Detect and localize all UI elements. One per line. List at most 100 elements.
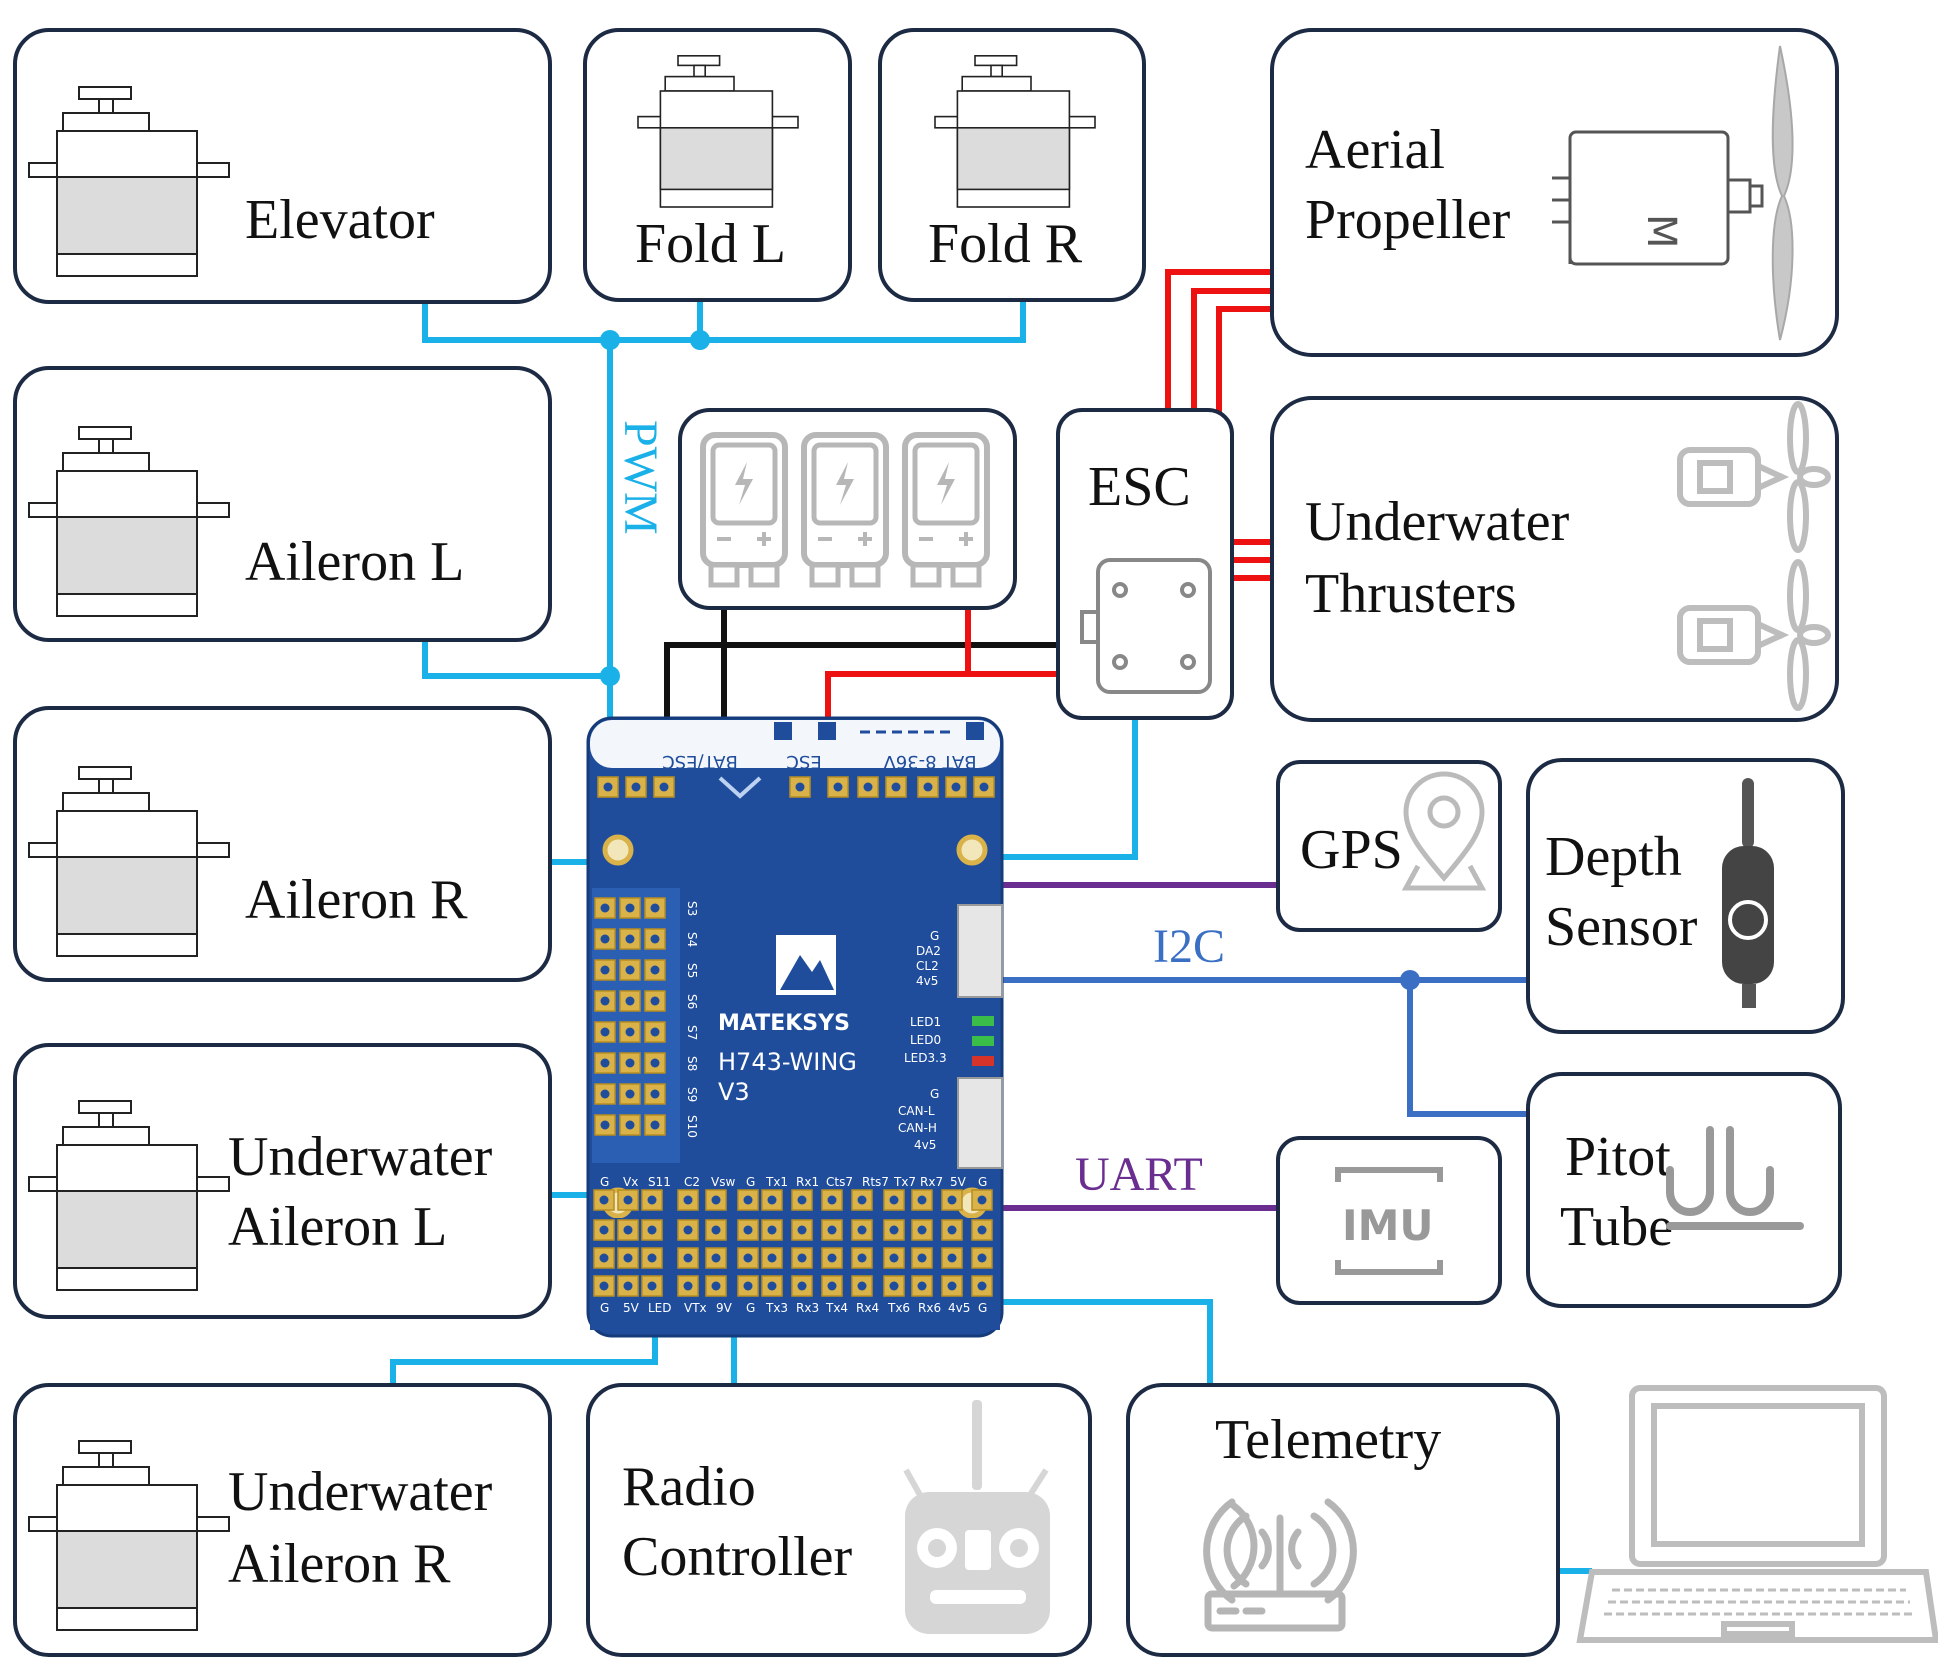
router-icon	[1203, 1498, 1357, 1632]
radio-controller-icon	[903, 1400, 1050, 1634]
pin-label: LED	[648, 1301, 672, 1315]
solder-pad	[911, 1189, 933, 1211]
pwm-wire-esc-signal	[1002, 718, 1138, 860]
power-negative-esc	[664, 642, 1060, 742]
solder-pad	[883, 1247, 905, 1269]
solder-pad	[737, 1275, 759, 1297]
box-aileron-r: Aileron R	[13, 706, 552, 982]
solder-pad	[705, 1275, 727, 1297]
depth-sensor-icon	[1722, 778, 1774, 1008]
box-imu: IMU	[1276, 1136, 1502, 1305]
pin-label: 5V	[623, 1301, 640, 1315]
pin-label: 4v5	[916, 974, 938, 988]
solder-pad	[821, 1219, 843, 1241]
solder-pad	[851, 1219, 873, 1241]
pin-label: 4v5	[914, 1138, 936, 1152]
board-model: H743-WING	[718, 1048, 857, 1076]
solder-pad	[705, 1247, 727, 1269]
motor-icon: M	[1552, 130, 1764, 266]
pin-label: Rx3	[796, 1301, 819, 1315]
underwater-aileron-l-line1: Underwater	[228, 1126, 493, 1188]
location-pin-icon	[1401, 771, 1487, 891]
pin-label: LED3.3	[904, 1051, 947, 1065]
imu-chip-icon: IMU	[1335, 1167, 1443, 1275]
servo-icon	[28, 765, 230, 957]
pin-label: Rx7	[920, 1175, 943, 1189]
solder-pad	[911, 1247, 933, 1269]
esc-to-propeller-3	[1216, 306, 1272, 412]
solder-pad	[971, 1275, 993, 1297]
flight-controller-board: BAT/ESC ESC BAT 8-36V	[586, 716, 1004, 1338]
solder-pad	[641, 1275, 663, 1297]
solder-pad	[761, 1275, 783, 1297]
board-version: V3	[718, 1078, 750, 1106]
solder-pad	[791, 1189, 813, 1211]
depth-label: Depth	[1545, 826, 1682, 888]
solder-pad	[705, 1189, 727, 1211]
solder-pad	[941, 1275, 963, 1297]
solder-pad	[677, 1219, 699, 1241]
box-batteries	[678, 408, 1017, 610]
uart-label: UART	[1075, 1148, 1203, 1201]
thrusters-label: Thrusters	[1305, 563, 1517, 625]
uart-wires	[1002, 882, 1278, 1211]
pin-label: S11	[648, 1175, 671, 1189]
propeller-label: Propeller	[1305, 189, 1511, 251]
solder-pad	[883, 1219, 905, 1241]
solder-pad	[821, 1189, 843, 1211]
solder-pad	[677, 1189, 699, 1211]
solder-pad	[883, 1275, 905, 1297]
pin-label: G	[930, 929, 939, 943]
solder-pad	[641, 1189, 663, 1211]
solder-pad	[971, 1219, 993, 1241]
pin-label: Rx1	[796, 1175, 819, 1189]
box-fold-r: Fold R	[878, 28, 1146, 302]
board-brand: MATEKSYS	[718, 1011, 850, 1036]
pin-label: Tx1	[765, 1175, 788, 1189]
pin-label: CL2	[916, 959, 939, 973]
battery-icon	[905, 435, 987, 585]
pin-label: G	[600, 1175, 609, 1189]
solder-pad	[851, 1189, 873, 1211]
underwater-aileron-l-line2: Aileron L	[228, 1196, 447, 1258]
sensor-label: Sensor	[1545, 896, 1698, 958]
box-fold-l: Fold L	[583, 28, 852, 302]
solder-pad	[971, 1189, 993, 1211]
pwm-wires	[390, 300, 1592, 1574]
pin-label: CAN-L	[898, 1104, 935, 1118]
solder-pad	[617, 1219, 639, 1241]
servo-pin-label: S8	[685, 1056, 699, 1071]
pwm-wire-underwater-aileron-r	[390, 1332, 658, 1385]
imu-label: IMU	[1342, 1201, 1434, 1250]
i2c-wires	[1002, 977, 1530, 1117]
solder-pad	[911, 1275, 933, 1297]
pin-label: G	[978, 1301, 987, 1315]
pin-label: Tx7	[893, 1175, 916, 1189]
solder-pad	[911, 1219, 933, 1241]
elevator-label: Elevator	[245, 189, 435, 251]
box-pitot-tube: Pitot Tube	[1526, 1072, 1842, 1308]
pwm-junction-1	[600, 330, 620, 350]
bat-voltage-label: BAT 8-36V	[883, 751, 977, 772]
laptop-icon	[1576, 1385, 1938, 1643]
pin-label: CAN-H	[898, 1121, 937, 1135]
esc-to-propeller-2	[1191, 288, 1272, 412]
pin-label: G	[746, 1301, 755, 1315]
fold-l-label: Fold L	[635, 213, 786, 275]
pin-label: G	[746, 1175, 755, 1189]
solder-pad	[941, 1219, 963, 1241]
chevron-down-icon	[718, 776, 762, 799]
pin-label: Rx4	[856, 1301, 879, 1315]
pin-label: Vsw	[711, 1175, 735, 1189]
solder-pad	[593, 1247, 615, 1269]
esc-power-label: ESC	[786, 751, 821, 772]
box-depth-sensor: Depth Sensor	[1526, 758, 1845, 1034]
pin-label: VTx	[684, 1301, 707, 1315]
battery-icon	[703, 435, 785, 585]
pin-label: Tx6	[887, 1301, 910, 1315]
telemetry-label: Telemetry	[1215, 1409, 1441, 1471]
pin-label: G	[600, 1301, 609, 1315]
pin-label: Tx4	[825, 1301, 848, 1315]
i2c-wire-pitot	[1407, 980, 1528, 1117]
